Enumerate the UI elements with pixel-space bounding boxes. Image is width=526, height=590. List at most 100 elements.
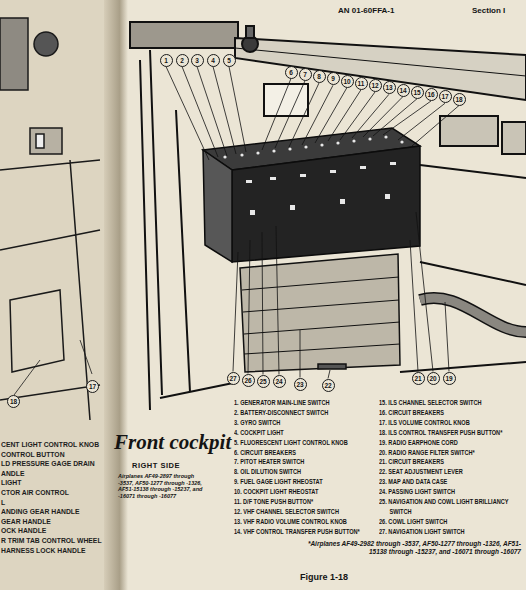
legend-item: 1. GENERATOR MAIN-LINE SWITCH [234, 398, 378, 408]
callout-number: 23 [294, 378, 307, 391]
leader-line [340, 92, 375, 140]
callout-number: 7 [299, 68, 312, 81]
control-box [272, 149, 275, 152]
legend-item: 20. RADIO RANGE FILTER SWITCH* [379, 448, 525, 458]
left-page-art [80, 340, 92, 374]
legend-fragment: L [1, 499, 5, 506]
map-case [240, 254, 400, 372]
legend-fragment: LIGHT [1, 479, 21, 486]
callout-number: 17 [439, 90, 452, 103]
legend-fragment: R TRIM TAB CONTROL WHEEL [1, 537, 102, 544]
callout-number: 22 [322, 379, 335, 392]
legend-fragment: ANDING GEAR HANDLE [1, 508, 80, 515]
callout-number: 1 [160, 54, 173, 67]
cockpit-structure [140, 50, 190, 410]
legend-item: 14. VHF CONTROL TRANSFER PUSH BUTTON* [234, 527, 378, 537]
control-box [203, 128, 420, 262]
legend-item: 11. D/F TONE PUSH BUTTON* [234, 497, 378, 507]
legend-fragment: OCK HANDLE [1, 527, 46, 534]
legend-item: 15. ILS CHANNEL SELECTOR SWITCH [379, 398, 525, 408]
callout-number: 12 [369, 79, 382, 92]
leader-line [229, 67, 246, 153]
control-box [304, 145, 307, 148]
control-box [223, 155, 226, 158]
legend-item: 5. FLUORESCENT LIGHT CONTROL KNOB [234, 438, 378, 448]
map-case [318, 364, 346, 369]
callout-number: 27 [227, 372, 240, 385]
earphone-cord [420, 298, 526, 332]
leader-line [383, 101, 431, 135]
legend-fragment: CONTROL BUTTON [1, 451, 65, 458]
callout-number: 15 [411, 86, 424, 99]
control-box [250, 210, 255, 215]
legend-item: 9. FUEL GAGE LIGHT RHEOSTAT [234, 477, 378, 487]
left-page-art [0, 18, 100, 420]
callout-number: 2 [176, 54, 189, 67]
leader-line [289, 83, 319, 147]
figure-caption: Figure 1-18 [300, 572, 348, 582]
left-page-art [36, 134, 44, 148]
control-box [385, 194, 390, 199]
callout-number: 13 [383, 81, 396, 94]
callout-number: 8 [313, 70, 326, 83]
callout-number: 16 [425, 88, 438, 101]
control-box [290, 205, 295, 210]
control-box [240, 153, 243, 156]
cockpit-structure [160, 362, 526, 398]
callout-number: 6 [285, 66, 298, 79]
callout-number: 3 [191, 54, 204, 67]
legend-fragment: CTOR AIR CONTROL [1, 489, 69, 496]
control-box [330, 170, 336, 173]
left-page-art [34, 32, 58, 56]
callout-number: 4 [207, 54, 220, 67]
callout-number: 9 [327, 72, 340, 85]
leader-line [197, 67, 227, 157]
legend-item: 10. COCKPIT LIGHT RHEOSTAT [234, 487, 378, 497]
leader-line [276, 226, 279, 375]
control-box [232, 146, 420, 262]
legend-item: 21. CIRCUIT BREAKERS [379, 457, 525, 467]
legend-item: 8. OIL DILUTION SWITCH [234, 467, 378, 477]
callout-number: 20 [427, 372, 440, 385]
leader-line [166, 67, 459, 379]
legend-item: 27. NAVIGATION LIGHT SWITCH [379, 527, 525, 537]
legend-item: 24. PASSING LIGHT SWITCH [379, 487, 525, 497]
cockpit-structure [440, 116, 498, 146]
leader-line [275, 81, 305, 148]
legend-item: 26. COWL LIGHT SWITCH [379, 517, 525, 527]
legend-item: 22. SEAT ADJUSTMENT LEVER [379, 467, 525, 477]
legend-item: 17. ILS VOLUME CONTROL KNOB [379, 418, 525, 428]
legend-item: 13. VHF RADIO VOLUME CONTROL KNOB [234, 517, 378, 527]
control-box [320, 143, 323, 146]
leader-line [398, 103, 445, 140]
control-box [400, 140, 403, 143]
control-box [384, 135, 387, 138]
callout-number: 26 [242, 374, 255, 387]
paper [0, 0, 112, 590]
leader-line [363, 97, 403, 138]
control-box [336, 141, 339, 144]
leader-line [445, 302, 449, 372]
cockpit-structure [130, 22, 238, 48]
cockpit-structure [130, 22, 526, 410]
control-box [368, 137, 371, 140]
control-box [223, 135, 403, 215]
left-page-art [0, 18, 28, 90]
map-case [242, 277, 400, 354]
control-box [390, 162, 396, 165]
control-box [288, 147, 291, 150]
leader-line [233, 252, 238, 372]
cockpit-structure [502, 122, 526, 154]
control-box [340, 199, 345, 204]
legend-item: 18. ILS CONTROL TRANSFER PUSH BUTTON* [379, 428, 525, 438]
leader-line [302, 85, 333, 145]
leader-line [328, 370, 330, 379]
legend-item: 16. CIRCUIT BREAKERS [379, 408, 525, 418]
legend-fragment: ANDLE [1, 470, 24, 477]
callout-number: 19 [443, 372, 456, 385]
legend-column: 1. GENERATOR MAIN-LINE SWITCH2. BATTERY-… [234, 398, 378, 537]
